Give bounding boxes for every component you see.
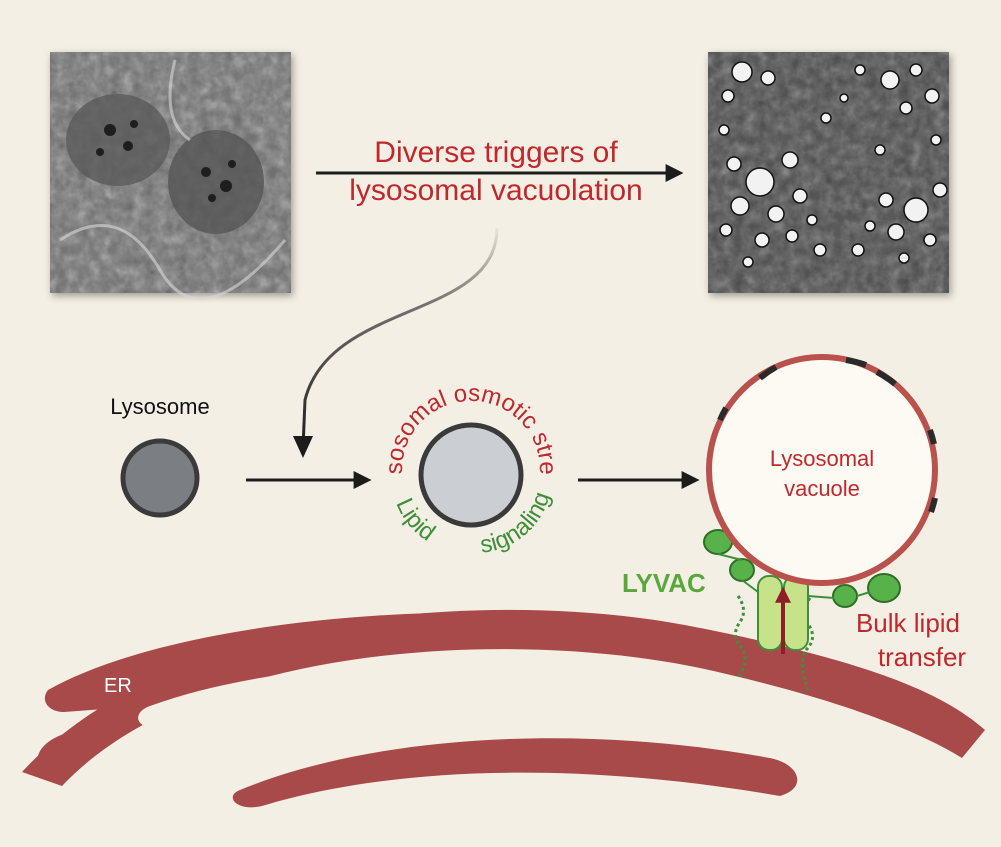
trigger-text-line2: lysosomal vacuolation	[349, 174, 642, 207]
bulk-transfer-line1: Bulk lipid	[856, 608, 960, 638]
curved-trigger-arrow	[301, 227, 499, 449]
micrograph-vacuolated-texture	[708, 52, 949, 293]
trigger-text-line1: Diverse triggers of	[374, 136, 618, 169]
er-membrane	[22, 609, 985, 808]
er-label: ER	[104, 675, 132, 697]
vacuole-label-line1: Lysosomal	[770, 446, 874, 471]
stressed-lysosome	[418, 422, 524, 528]
micrograph-normal-texture	[50, 52, 291, 301]
curved-arrow-head	[293, 436, 313, 458]
lyvac-complex	[703, 529, 901, 691]
lysosome	[120, 438, 200, 518]
lysosome-label: Lysosome	[110, 394, 209, 419]
lyvac-label: LYVAC	[622, 568, 706, 598]
vacuole-membrane-marks	[717, 357, 938, 514]
lysosomal-vacuole	[706, 354, 938, 586]
vacuole-label-line2: vacuole	[784, 476, 860, 501]
bulk-transfer-line2: transfer	[878, 642, 966, 672]
